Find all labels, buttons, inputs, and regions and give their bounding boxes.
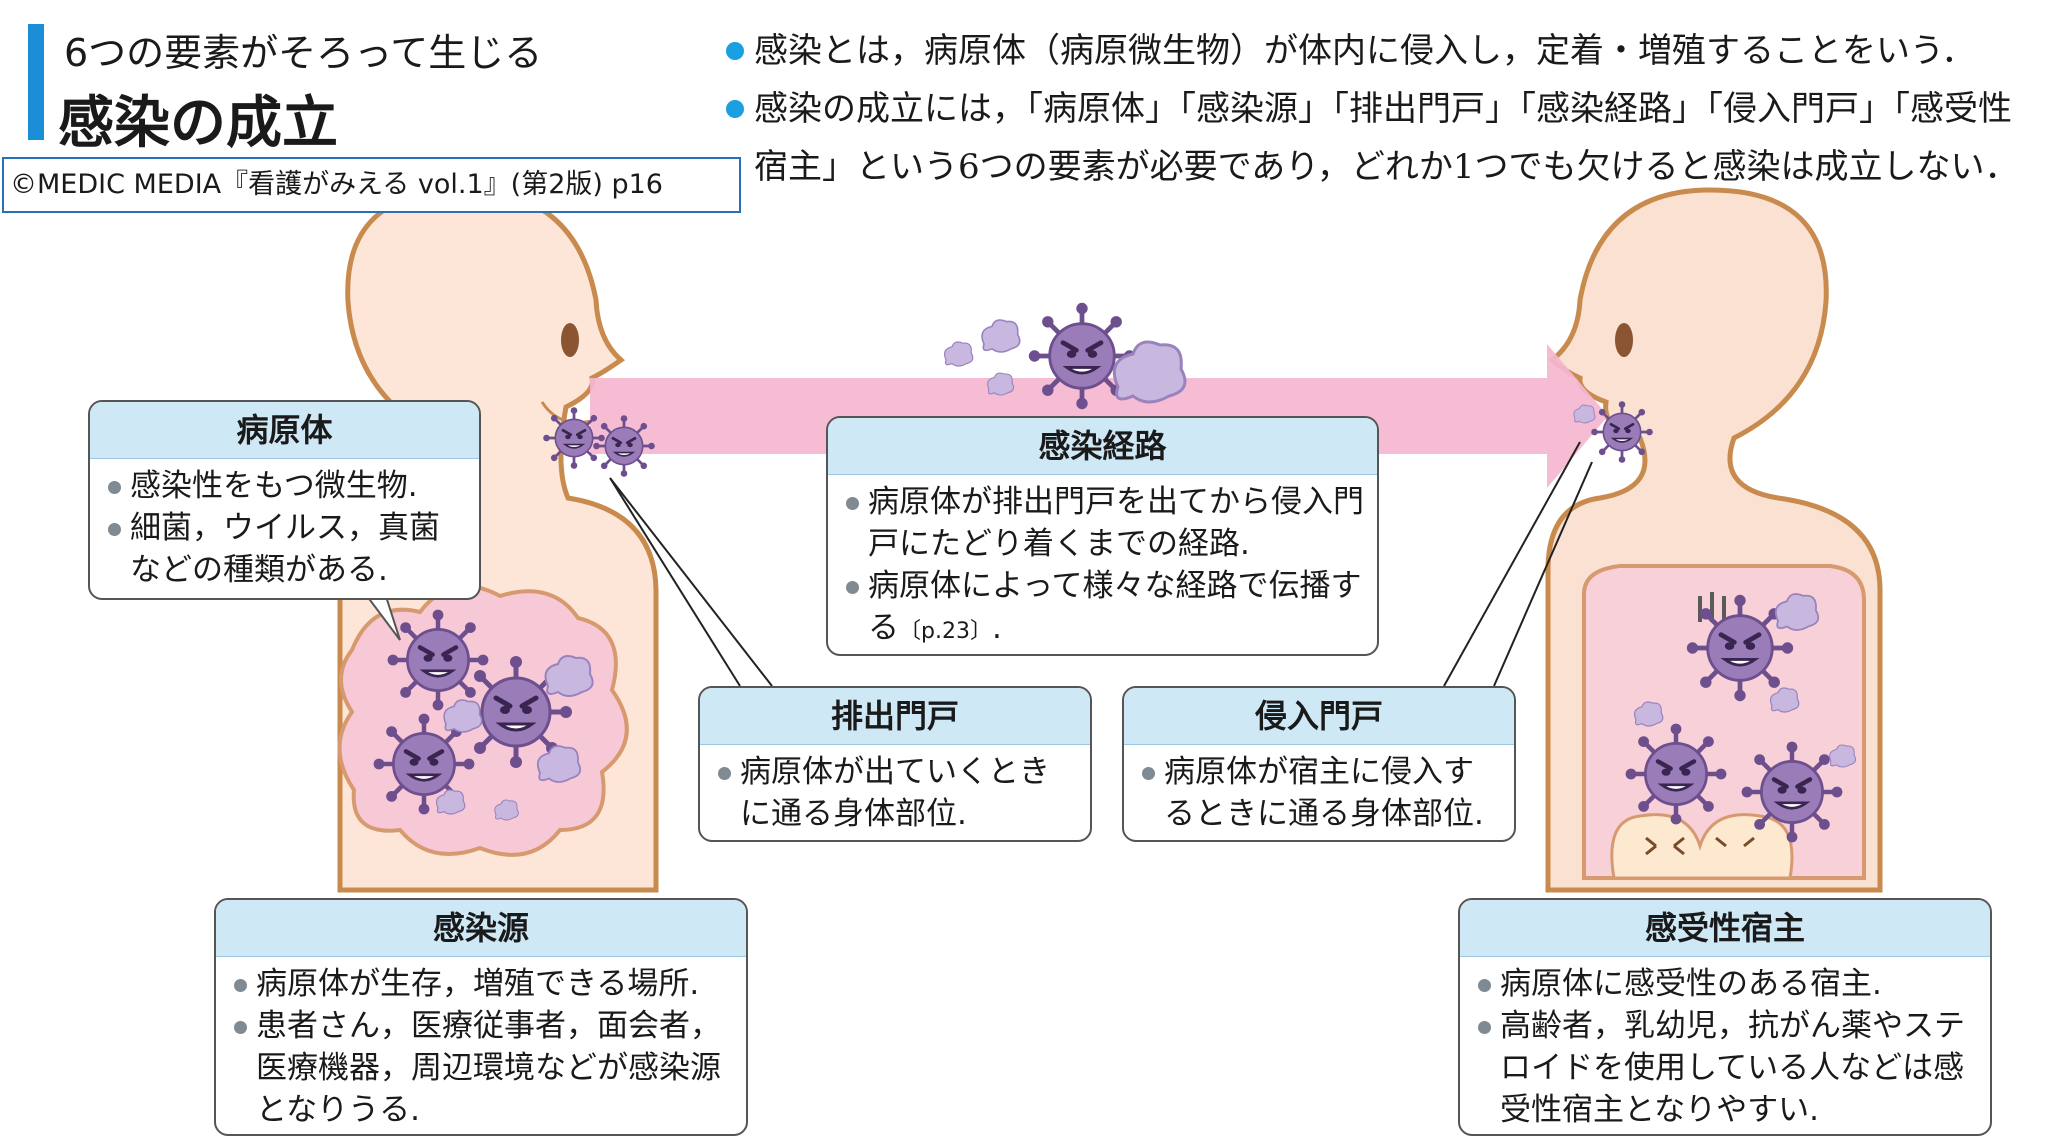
box-item-text: 病原体によって様々な経路で伝播する <box>868 568 1362 646</box>
entry-portal-box: 侵入門戸 病原体が宿主に侵入するときに通る身体部位. <box>1122 686 1516 842</box>
intro-item: 感染の成立には，「病原体」「感染源」「排出門戸」「感染経路」「侵入門戸」「感受性… <box>726 80 2041 196</box>
virus <box>388 610 489 711</box>
intro-item: 感染とは，病原体（病原微生物）が体内に侵入し，定着・増殖することをいう． <box>726 22 2041 80</box>
credit-line: ©MEDIC MEDIA『看護がみえる vol.1』(第2版) p16 <box>2 157 741 213</box>
box-item: 病原体によって様々な経路で伝播する〔p.23〕. <box>844 565 1367 653</box>
box-title: 侵入門戸 <box>1124 688 1514 745</box>
box-item: 患者さん，医療従事者，面会者，医療機器，周辺環境などが感染源となりうる. <box>232 1005 736 1131</box>
box-item-end: . <box>991 610 1002 646</box>
box-item: 病原体が出ていくときに通る身体部位. <box>716 751 1080 835</box>
virus <box>1626 724 1727 825</box>
title-accent-bar <box>28 24 44 140</box>
box-item: 病原体が宿主に侵入するときに通る身体部位. <box>1140 751 1504 835</box>
virus <box>1742 742 1843 843</box>
box-title: 病原体 <box>90 402 479 459</box>
source-box: 感染源 病原体が生存，増殖できる場所. 患者さん，医療従事者，面会者，医療機器，… <box>214 898 748 1136</box>
page-subtitle: 6つの要素がそろって生じる <box>64 31 543 75</box>
host-person <box>1545 187 1883 893</box>
virus <box>591 413 657 479</box>
page-title: 感染の成立 <box>58 90 338 156</box>
box-item: 高齢者，乳幼児，抗がん薬やステロイドを使用している人などは感受性宿主となりやすい… <box>1476 1005 1980 1131</box>
box-item: 感染性をもつ微生物. <box>106 465 469 507</box>
box-title: 排出門戸 <box>700 688 1090 745</box>
box-title: 感受性宿主 <box>1460 900 1990 957</box>
host-box: 感受性宿主 病原体に感受性のある宿主. 高齢者，乳幼児，抗がん薬やステロイドを使… <box>1458 898 1992 1136</box>
box-item: 細菌，ウイルス，真菌などの種類がある. <box>106 507 469 591</box>
box-title: 感染経路 <box>828 418 1377 475</box>
route-box: 感染経路 病原体が排出門戸を出てから侵入門戸にたどり着くまでの経路. 病原体によ… <box>826 416 1379 656</box>
virus <box>1589 399 1655 465</box>
exit-portal-box: 排出門戸 病原体が出ていくときに通る身体部位. <box>698 686 1092 842</box>
intro-list: 感染とは，病原体（病原微生物）が体内に侵入し，定着・増殖することをいう． 感染の… <box>726 22 2041 196</box>
page-reference: 〔p.23〕 <box>899 619 992 644</box>
pathogen-box: 病原体 感染性をもつ微生物. 細菌，ウイルス，真菌などの種類がある. <box>88 400 481 600</box>
box-item: 病原体に感受性のある宿主. <box>1476 963 1980 1005</box>
box-item: 病原体が排出門戸を出てから侵入門戸にたどり着くまでの経路. <box>844 481 1367 565</box>
box-title: 感染源 <box>216 900 746 957</box>
box-item: 病原体が生存，増殖できる場所. <box>232 963 736 1005</box>
virus <box>541 405 607 471</box>
